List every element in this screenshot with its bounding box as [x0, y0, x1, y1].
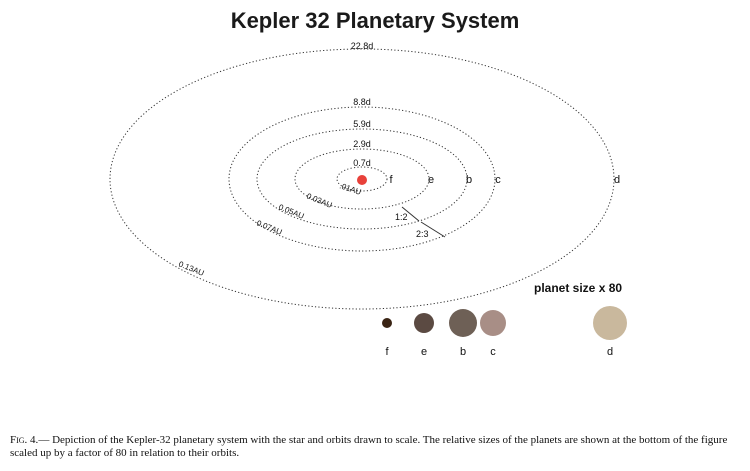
- orbit-b: [256, 128, 468, 230]
- resonance-label-2: 2:3: [416, 229, 429, 239]
- orbit-letter-c: c: [495, 174, 501, 186]
- size-label-b: b: [460, 346, 466, 358]
- planet-size-e: [414, 313, 434, 333]
- period-label-c: 8.8d: [353, 97, 371, 107]
- period-label-f: 0.7d: [353, 158, 371, 168]
- period-label-b: 5.9d: [353, 119, 371, 129]
- orbit-c: [228, 106, 496, 252]
- resonance-label-1: 1:2: [395, 212, 408, 222]
- size-label-e: e: [421, 346, 427, 358]
- orbit-e: [294, 148, 430, 210]
- period-label-e: 2.9d: [353, 139, 371, 149]
- orbit-f: [336, 166, 388, 192]
- star: [357, 175, 367, 185]
- orbit-letter-f: f: [389, 174, 393, 186]
- orbit-d: [109, 48, 615, 310]
- orbit-letter-b: b: [466, 174, 472, 186]
- planet-size-d: [593, 306, 627, 340]
- size-panel-heading: planet size x 80: [534, 281, 622, 295]
- diagram-title: Kepler 32 Planetary System: [230, 8, 520, 33]
- size-label-d: d: [607, 346, 613, 358]
- au-label-d: 0.13AU: [177, 260, 205, 278]
- planet-size-c: [480, 310, 506, 336]
- au-label-e: 0.03AU: [305, 192, 333, 210]
- period-label-d: 22.8d: [351, 41, 374, 51]
- resonance-line-2: [420, 221, 446, 238]
- au-label-c: 0.07AU: [255, 219, 283, 237]
- au-label-b: 0.05AU: [277, 203, 305, 221]
- caption-figure-number: Fig. 4.: [10, 434, 39, 446]
- orbit-letter-d: d: [614, 174, 620, 186]
- orbit-letter-e: e: [428, 174, 434, 186]
- resonance-line-1: [401, 206, 420, 222]
- figure-caption: Fig. 4.— Depiction of the Kepler-32 plan…: [10, 434, 740, 460]
- size-label-f: f: [385, 346, 389, 358]
- caption-text: — Depiction of the Kepler-32 planetary s…: [10, 434, 728, 459]
- size-label-c: c: [490, 346, 496, 358]
- planet-size-f: [382, 318, 392, 328]
- planet-size-b: [449, 309, 477, 337]
